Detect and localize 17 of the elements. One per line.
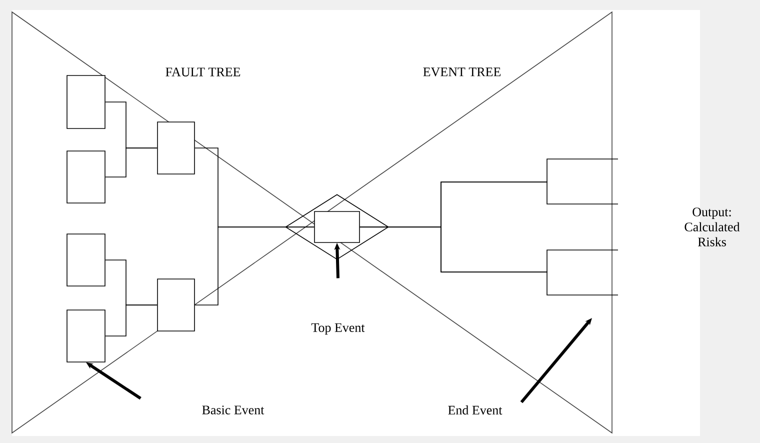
event-box [66, 234, 106, 286]
output-label: Output: Calculated Risks [684, 208, 740, 246]
connector-line [360, 226, 618, 296]
event-box [66, 75, 106, 129]
event-box [314, 211, 360, 243]
event-box [66, 150, 106, 204]
connector-line [105, 304, 158, 336]
section-title: EVENT TREE [423, 68, 501, 76]
event-box [157, 122, 195, 174]
event-label: End Event [448, 405, 502, 415]
event-box [66, 310, 106, 362]
section-title: FAULT TREE [166, 68, 240, 76]
event-label: Basic Event [202, 406, 264, 414]
event-box [157, 278, 195, 332]
connector-line [194, 226, 314, 306]
event-label: Top Event [311, 323, 365, 335]
connector-line [105, 148, 158, 178]
